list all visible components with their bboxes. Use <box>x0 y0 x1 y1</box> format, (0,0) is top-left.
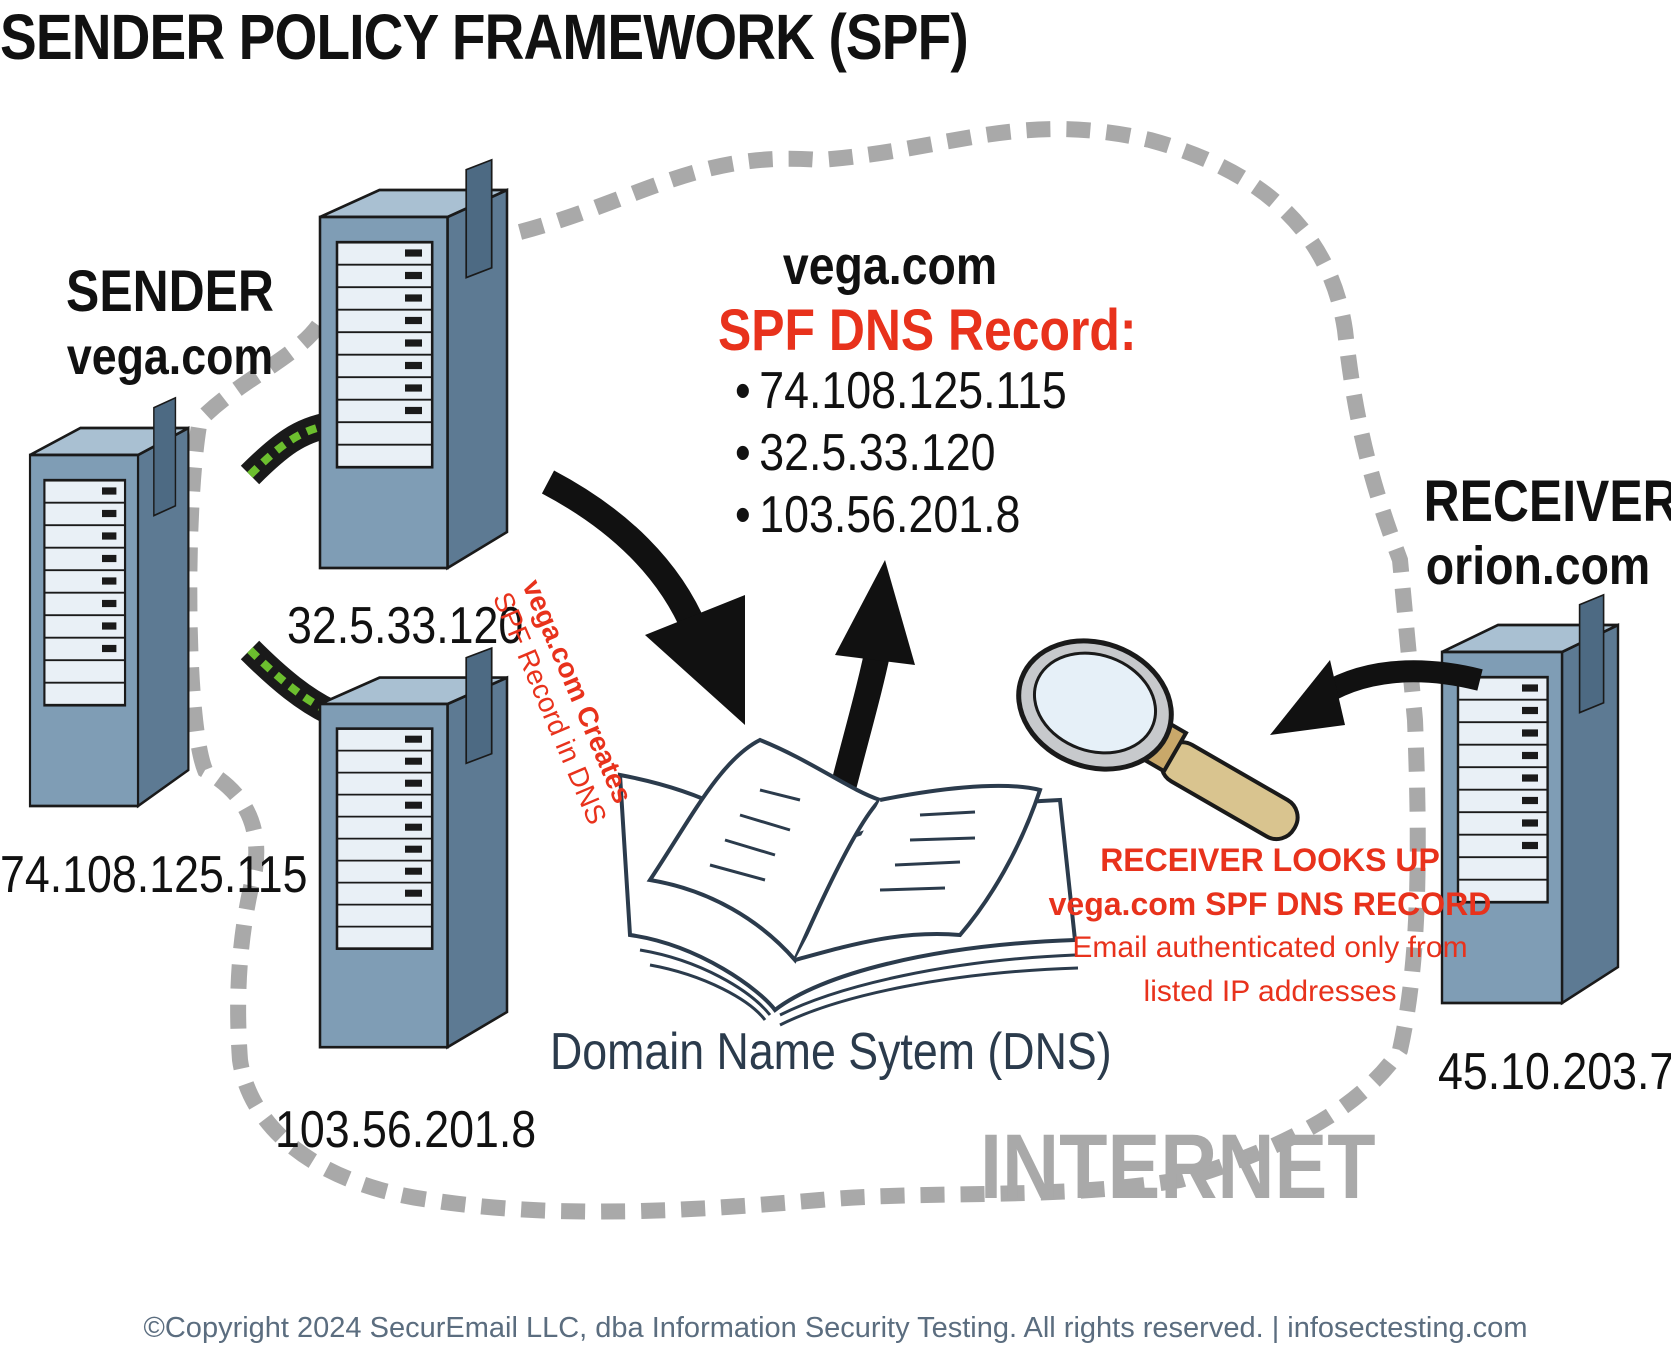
dns-record-ip: 32.5.33.120 <box>735 422 1067 484</box>
dns-record-heading: SPF DNS Record: <box>718 298 1137 363</box>
dns-record-ip: 74.108.125.115 <box>735 360 1067 422</box>
server-icon-sender-b <box>318 158 509 570</box>
server-icon-sender-c <box>318 646 509 1049</box>
receiver-domain: orion.com <box>1425 536 1651 596</box>
page-title: SENDER POLICY FRAMEWORK (SPF) <box>0 1 969 73</box>
receiver-label-block: RECEIVER orion.com <box>1405 468 1671 597</box>
magnifying-glass-icon <box>1016 638 1300 842</box>
sender-label-block: SENDER vega.com <box>40 258 300 387</box>
receiver-ip: 45.10.203.7 <box>1438 1043 1671 1101</box>
sender-domain: vega.com <box>66 328 274 386</box>
receiver-label: RECEIVER <box>1423 469 1671 534</box>
sender-label: SENDER <box>66 259 274 324</box>
dns-record-block: vega.com SPF DNS Record: <box>690 235 1137 364</box>
dns-record-ip-list: 74.108.125.115 32.5.33.120 103.56.201.8 <box>735 360 1121 546</box>
dns-label: Domain Name Sytem (DNS) <box>550 1023 1112 1081</box>
internet-label: INTERNET <box>980 1116 1376 1218</box>
lookup-note-line2: vega.com SPF DNS RECORD <box>1048 886 1492 922</box>
arrow-icon-lookup <box>1270 660 1483 735</box>
lookup-note-line3: Email authenticated only from <box>1072 931 1468 964</box>
sender-ip-c: 103.56.201.8 <box>275 1101 537 1159</box>
sender-ip-b: 32.5.33.120 <box>287 597 524 655</box>
lookup-note: RECEIVER LOOKS UP vega.com SPF DNS RECOR… <box>1030 838 1510 1014</box>
copyright-footer: ©Copyright 2024 SecurEmail LLC, dba Info… <box>143 1312 1528 1344</box>
server-icon-sender-a <box>28 396 190 808</box>
lookup-note-line4: listed IP addresses <box>1143 975 1397 1008</box>
dns-record-domain: vega.com <box>782 236 998 296</box>
arrow-icon-create-record <box>541 470 745 725</box>
sender-cable-links <box>240 412 336 724</box>
lookup-note-line1: RECEIVER LOOKS UP <box>1100 842 1440 878</box>
book-icon <box>617 737 1079 1027</box>
dns-record-ip: 103.56.201.8 <box>735 484 1067 546</box>
sender-ip-a: 74.108.125.115 <box>0 846 308 904</box>
internet-cloud-outline <box>181 121 1426 1220</box>
arrow-icon-record-up <box>827 560 915 804</box>
